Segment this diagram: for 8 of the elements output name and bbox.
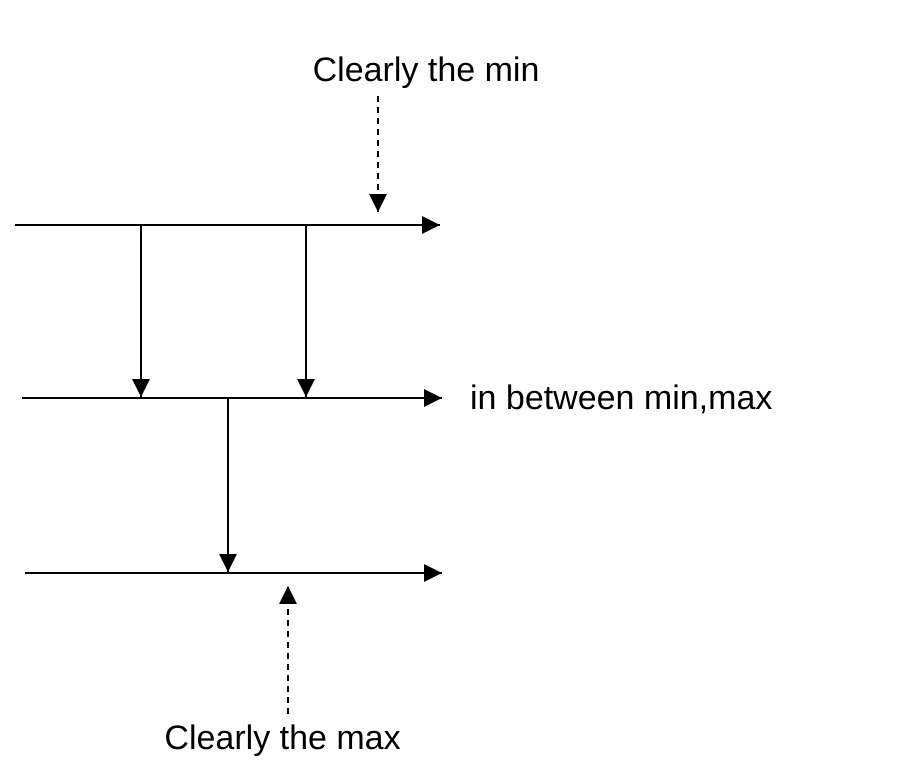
text-label: Clearly the min bbox=[306, 50, 546, 92]
arrow bbox=[219, 398, 237, 572]
text-label: Clearly the max bbox=[160, 718, 405, 760]
arrow bbox=[297, 225, 315, 397]
arrow bbox=[132, 225, 150, 397]
arrow-label: in between min,max bbox=[470, 378, 772, 418]
dashed-arrow bbox=[369, 96, 387, 212]
dashed-arrow bbox=[279, 586, 297, 714]
